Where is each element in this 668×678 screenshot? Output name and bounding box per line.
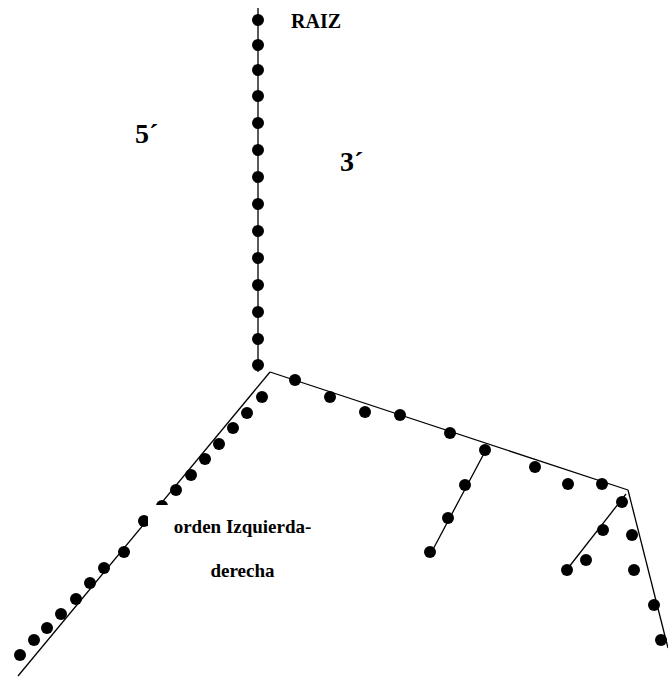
root-label: RAIZ <box>289 10 343 33</box>
end-label: 5´ <box>133 118 160 150</box>
nucleotide-dots <box>14 14 667 661</box>
end-label: 3´ <box>338 146 365 178</box>
order-note: orden Izquierda-derecha <box>148 505 337 592</box>
tree-lines <box>18 8 668 676</box>
